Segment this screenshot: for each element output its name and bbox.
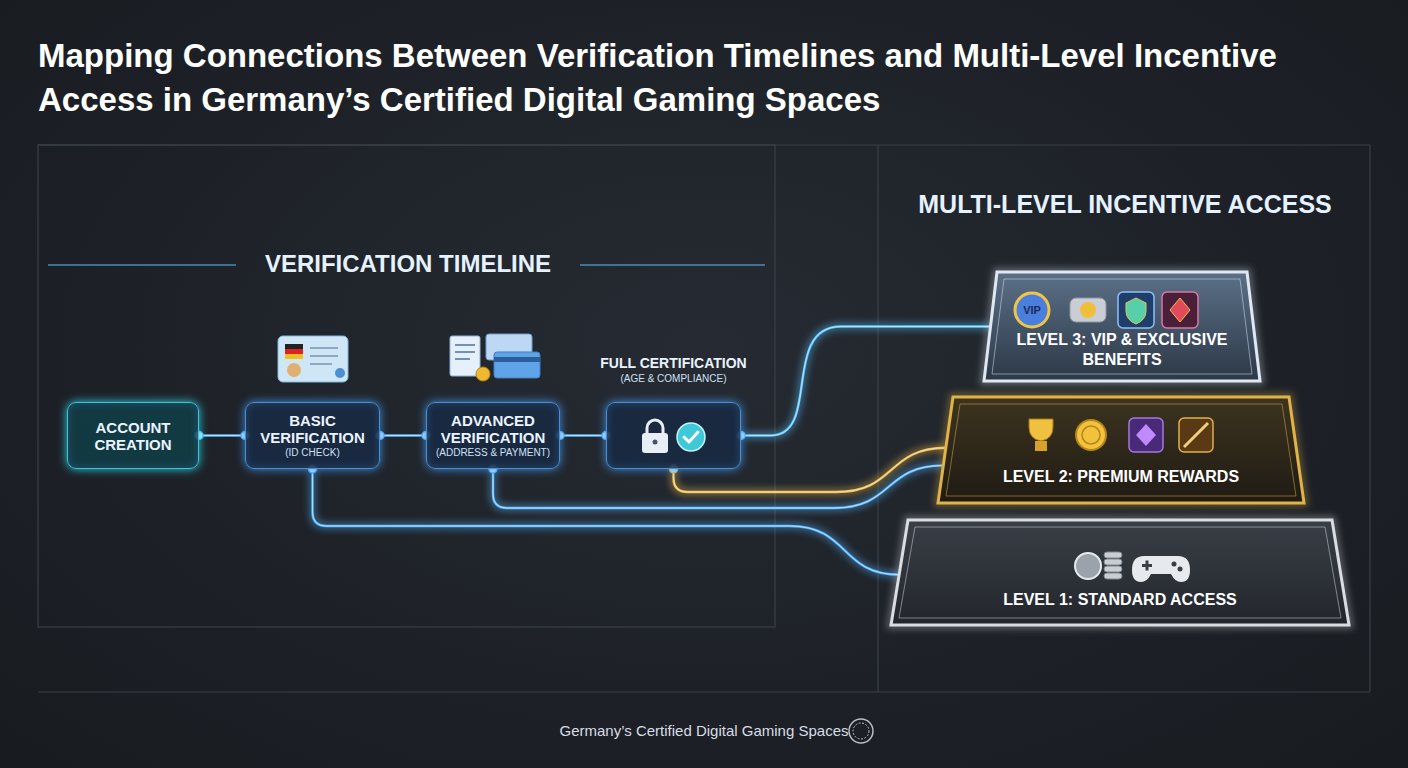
connector-line bbox=[380, 434, 426, 436]
node-title: BASIC VERIFICATION bbox=[254, 412, 371, 446]
trapezoid-glow bbox=[891, 520, 1349, 625]
connector-glow bbox=[380, 432, 426, 439]
connector-core bbox=[199, 435, 245, 436]
coin-stack bbox=[1104, 573, 1122, 579]
connector-line bbox=[199, 434, 245, 436]
connector bbox=[376, 432, 430, 440]
trapezoid-shape bbox=[890, 518, 1350, 627]
left-panel bbox=[38, 145, 775, 627]
trapezoid-shape bbox=[937, 395, 1305, 505]
lock-shackle bbox=[647, 420, 663, 434]
node-title: ACCOUNT CREATION bbox=[76, 419, 190, 453]
section-header: VERIFICATION TIMELINE bbox=[265, 250, 551, 278]
id-card-icon bbox=[278, 336, 348, 382]
top-rule bbox=[38, 144, 1370, 145]
lock-body bbox=[642, 433, 668, 453]
trapezoid-inner bbox=[899, 527, 1341, 618]
connector-line bbox=[493, 465, 944, 508]
connector-core bbox=[380, 435, 426, 436]
connector-core bbox=[493, 465, 944, 508]
tier-label: LEVEL 3: VIP & EXCLUSIVE BENEFITS bbox=[1007, 330, 1237, 370]
coin-stack bbox=[1104, 552, 1122, 558]
process-box: FULL CERTIFICATION(AGE & COMPLIANCE) bbox=[606, 402, 741, 469]
trophy-base bbox=[1035, 441, 1047, 451]
connector bbox=[195, 432, 249, 440]
process-box: ADVANCED VERIFICATION(ADDRESS & PAYMENT) bbox=[426, 402, 560, 469]
button bbox=[1172, 562, 1177, 567]
tier-icons bbox=[890, 518, 1350, 627]
coin-icon bbox=[1076, 420, 1106, 450]
sword-icon bbox=[1184, 423, 1208, 447]
trophy-cup bbox=[1029, 419, 1053, 441]
header-rule bbox=[48, 264, 236, 266]
trapezoid-glow bbox=[984, 272, 1260, 381]
connector-core bbox=[560, 435, 606, 436]
coin-icon bbox=[1075, 553, 1101, 579]
tier-trapezoid: LEVEL 2: PREMIUM REWARDS bbox=[937, 395, 1305, 505]
ticket-icon bbox=[1070, 298, 1106, 322]
trapezoid-inner bbox=[946, 404, 1296, 496]
seal-icon bbox=[849, 719, 873, 743]
process-box: ACCOUNT CREATION bbox=[67, 402, 199, 469]
connector-core bbox=[313, 469, 900, 575]
trapezoid-outline bbox=[938, 397, 1304, 503]
tier-trapezoid: VIP LEVEL 3: VIP & EXCLUSIVE BENEFITS bbox=[983, 270, 1261, 383]
trapezoid-inner bbox=[992, 279, 1252, 374]
divider bbox=[877, 145, 878, 692]
connector-line bbox=[560, 434, 606, 436]
tier-label: LEVEL 2: PREMIUM REWARDS bbox=[956, 467, 1286, 487]
sword-card bbox=[1179, 418, 1213, 452]
button bbox=[1178, 567, 1183, 572]
check-circle bbox=[677, 423, 705, 451]
vip-badge bbox=[1015, 293, 1049, 327]
section-header: MULTI-LEVEL INCENTIVE ACCESS bbox=[918, 190, 1331, 219]
keyhole bbox=[652, 439, 657, 444]
node-subtitle: (ID CHECK) bbox=[285, 446, 339, 459]
lock-check-icon bbox=[634, 416, 714, 456]
connector bbox=[309, 465, 900, 575]
connector-line bbox=[313, 469, 900, 575]
right-panel-edge bbox=[1369, 145, 1370, 692]
coin-stack bbox=[1104, 566, 1122, 572]
check-mark bbox=[684, 432, 698, 442]
gem-card bbox=[1162, 292, 1198, 328]
header-rule bbox=[580, 264, 765, 266]
trapezoid-glow bbox=[938, 397, 1304, 503]
coin-ring bbox=[1082, 426, 1100, 444]
connector-glow bbox=[560, 432, 606, 439]
shield-icon bbox=[1126, 298, 1146, 324]
dpad bbox=[1146, 561, 1149, 571]
coin bbox=[1080, 302, 1096, 318]
gem-icon bbox=[1136, 424, 1156, 446]
tier-label: LEVEL 1: STANDARD ACCESS bbox=[910, 590, 1330, 610]
connector-glow bbox=[199, 432, 245, 439]
gem-icon bbox=[1170, 298, 1190, 322]
caption: Germany’s Certified Digital Gaming Space… bbox=[559, 722, 848, 739]
connector bbox=[556, 432, 610, 440]
connector-glow bbox=[493, 465, 944, 508]
node-title: ADVANCED VERIFICATION bbox=[435, 412, 551, 446]
node-title: FULL CERTIFICATION bbox=[600, 355, 746, 372]
gem-card bbox=[1129, 418, 1163, 452]
tier-icons bbox=[937, 395, 1305, 505]
node-heading-group: FULL CERTIFICATION(AGE & COMPLIANCE) bbox=[600, 355, 746, 385]
gamepad-icon bbox=[1132, 556, 1190, 582]
node-subtitle: (ADDRESS & PAYMENT) bbox=[436, 446, 550, 459]
vip-badge-text: VIP bbox=[1023, 303, 1041, 317]
bottom-rule bbox=[38, 691, 1370, 692]
documents-icon bbox=[450, 334, 540, 381]
connector bbox=[489, 465, 944, 508]
diagram-title: Mapping Connections Between Verification… bbox=[38, 34, 1358, 122]
trapezoid-outline bbox=[984, 272, 1260, 381]
connector-glow bbox=[313, 469, 900, 575]
process-box: BASIC VERIFICATION(ID CHECK) bbox=[245, 402, 380, 469]
coin-stack bbox=[1104, 559, 1122, 565]
trapezoid-outline bbox=[891, 520, 1349, 625]
tier-trapezoid: LEVEL 1: STANDARD ACCESS bbox=[890, 518, 1350, 627]
node-subtitle: (AGE & COMPLIANCE) bbox=[600, 372, 746, 385]
shield-card bbox=[1118, 292, 1154, 328]
